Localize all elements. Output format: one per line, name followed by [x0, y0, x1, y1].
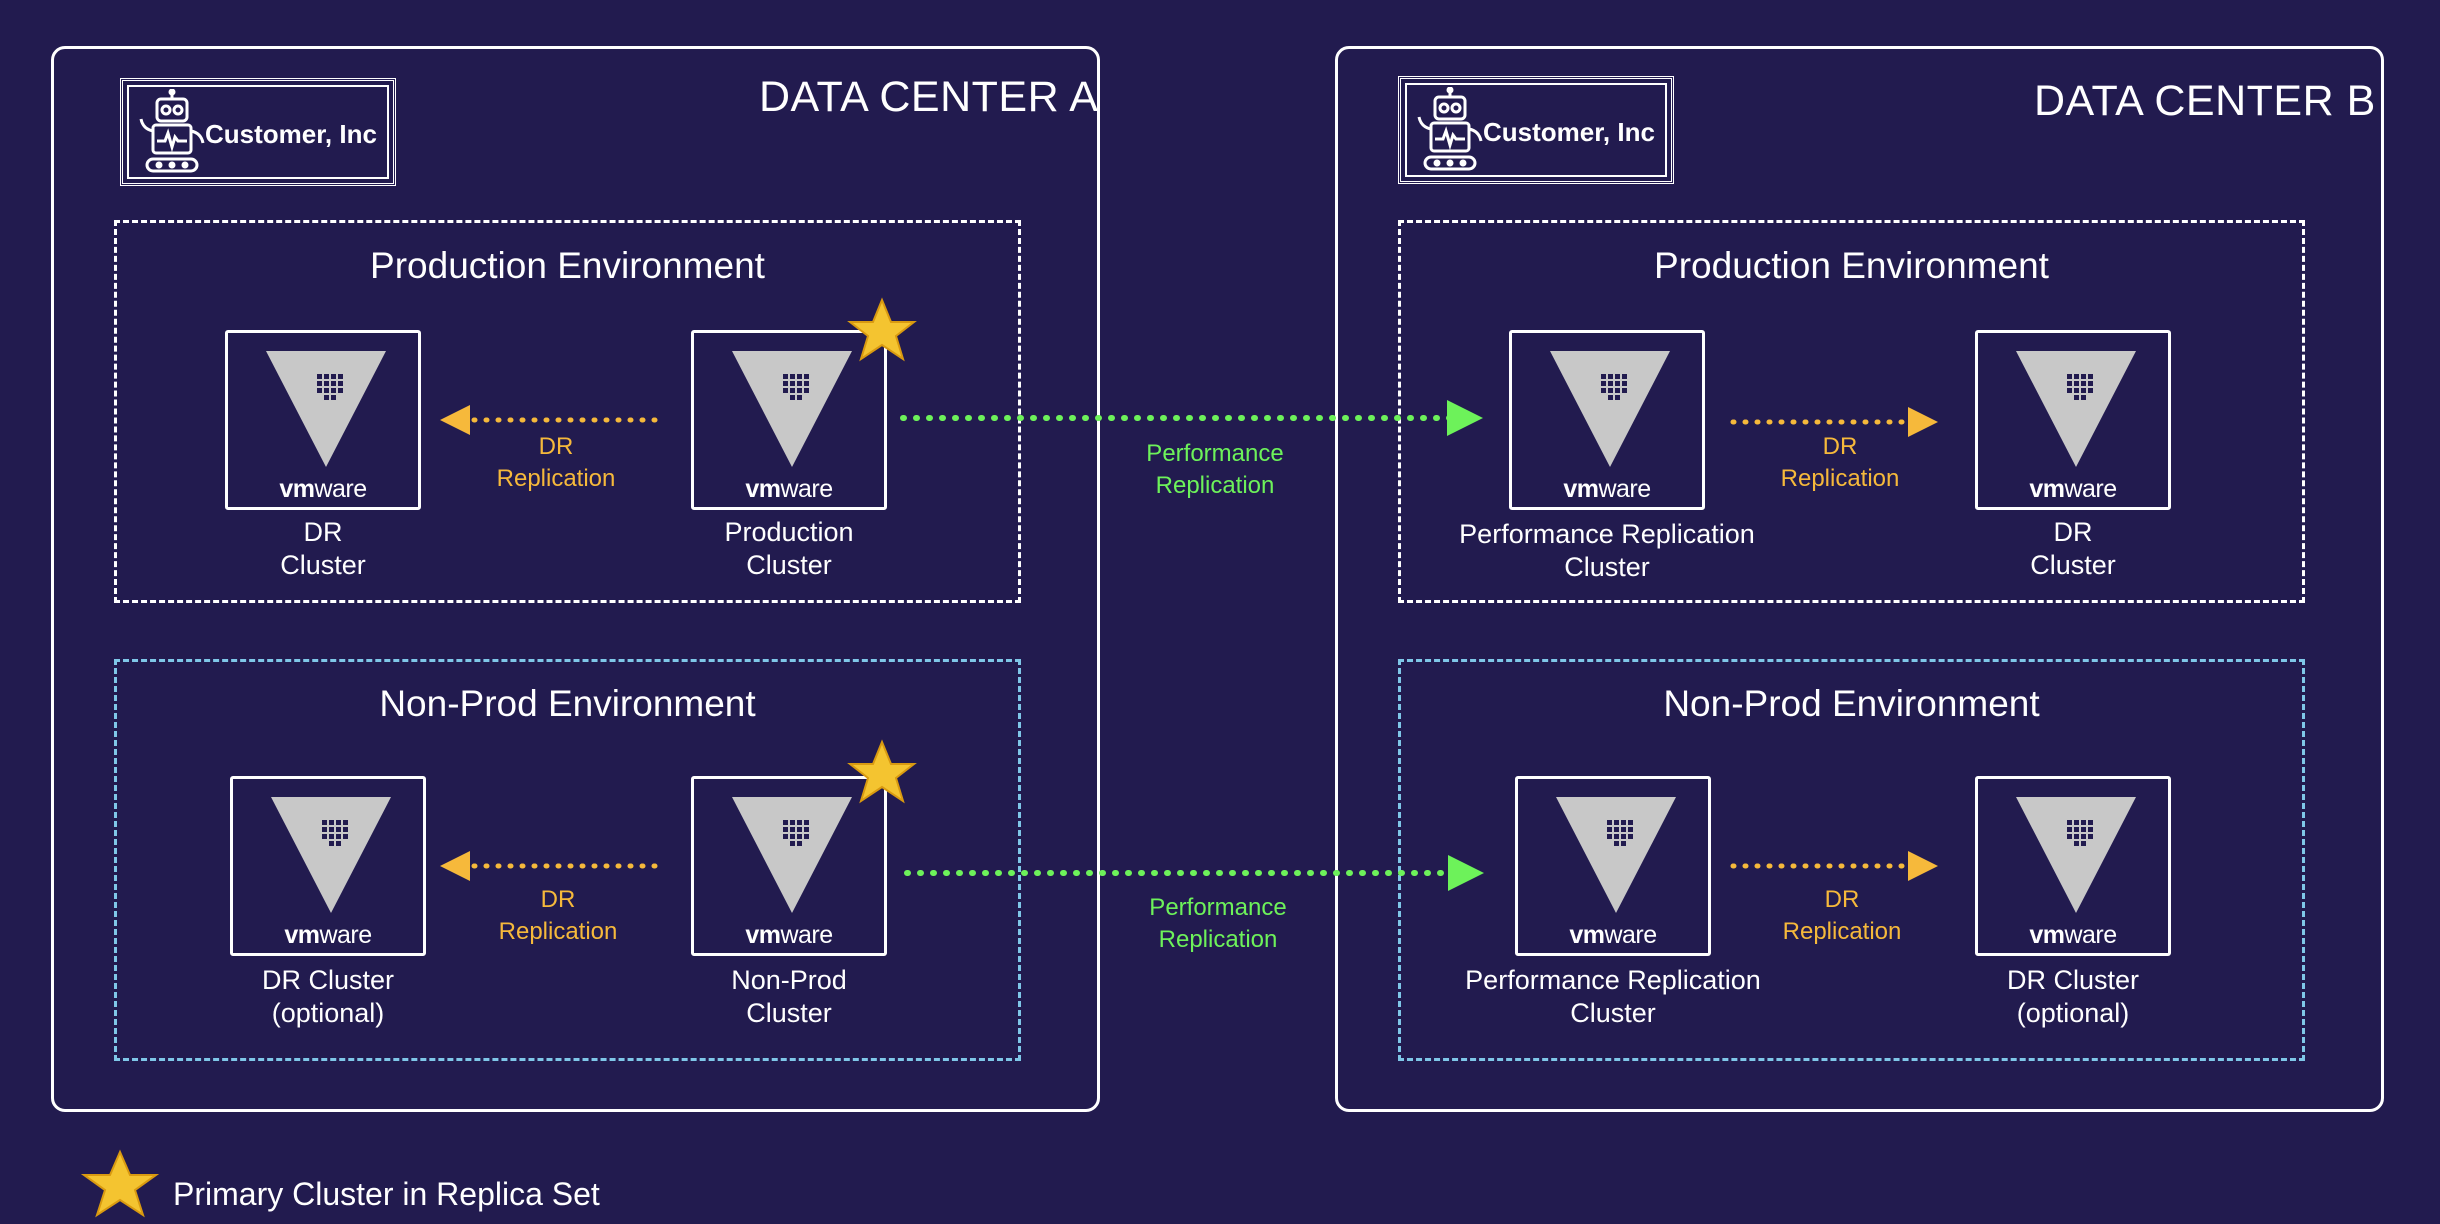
- production-environment-a: Production Environment: [114, 220, 1021, 603]
- nonprod-environment-b-title: Non-Prod Environment: [1663, 683, 2040, 724]
- production-environment-b-title: Production Environment: [1654, 245, 2049, 286]
- customer-logo-b-text: Customer, Inc: [1483, 117, 1655, 147]
- vmware-logo: vmware: [2029, 921, 2117, 949]
- vault-triangle-icon: [732, 351, 852, 467]
- vault-triangle-icon: [732, 797, 852, 913]
- production-environment-b: Production Environment: [1398, 220, 2305, 603]
- legend-star-icon: [80, 1149, 160, 1218]
- vault-triangle-icon: [1556, 797, 1676, 913]
- customer-logo-a: Customer, Inc: [120, 78, 396, 186]
- vmware-logo: vmware: [745, 475, 833, 503]
- vmware-logo: vmware: [2029, 475, 2117, 503]
- vault-triangle-icon: [271, 797, 391, 913]
- cluster-caption: DR Cluster(optional): [261, 965, 395, 1028]
- nonprod-environment-a-title: Non-Prod Environment: [379, 683, 756, 724]
- vault-triangle-icon: [266, 351, 386, 467]
- customer-logo-b: Customer, Inc: [1398, 76, 1674, 184]
- vault-cluster-node: vmware: [691, 776, 887, 956]
- vault-cluster-node: vmware: [1975, 330, 2171, 510]
- vault-triangle-icon: [2016, 351, 2136, 467]
- cluster-caption: DR Cluster(optional): [2006, 965, 2140, 1028]
- robot-logo-icon: [139, 89, 205, 173]
- vault-cluster-node: vmware: [225, 330, 421, 510]
- vault-triangle-icon: [1550, 351, 1670, 467]
- vault-triangle-icon: [2016, 797, 2136, 913]
- vmware-logo: vmware: [279, 475, 367, 503]
- vault-cluster-node: vmware: [1975, 776, 2171, 956]
- vault-cluster-node: vmware: [1509, 330, 1705, 510]
- data-center-b-title: DATA CENTER B: [2034, 77, 2376, 125]
- vault-cluster-node: vmware: [230, 776, 426, 956]
- data-center-a: DATA CENTER A: [51, 46, 1100, 1112]
- vmware-logo: vmware: [284, 921, 372, 949]
- production-environment-a-title: Production Environment: [370, 245, 765, 286]
- legend-label: Primary Cluster in Replica Set: [173, 1176, 600, 1212]
- nonprod-environment-b: Non-Prod Environment: [1398, 659, 2305, 1061]
- customer-logo-a-text: Customer, Inc: [205, 119, 377, 149]
- vmware-logo: vmware: [1569, 921, 1657, 949]
- vmware-logo: vmware: [1563, 475, 1651, 503]
- vault-cluster-node: vmware: [691, 330, 887, 510]
- data-center-a-title: DATA CENTER A: [759, 73, 1099, 121]
- nonprod-environment-a: Non-Prod Environment: [114, 659, 1021, 1061]
- data-center-b: DATA CENTER B: [1335, 46, 2384, 1112]
- robot-logo-icon: [1417, 87, 1483, 171]
- vault-cluster-node: vmware: [1515, 776, 1711, 956]
- vmware-logo: vmware: [745, 921, 833, 949]
